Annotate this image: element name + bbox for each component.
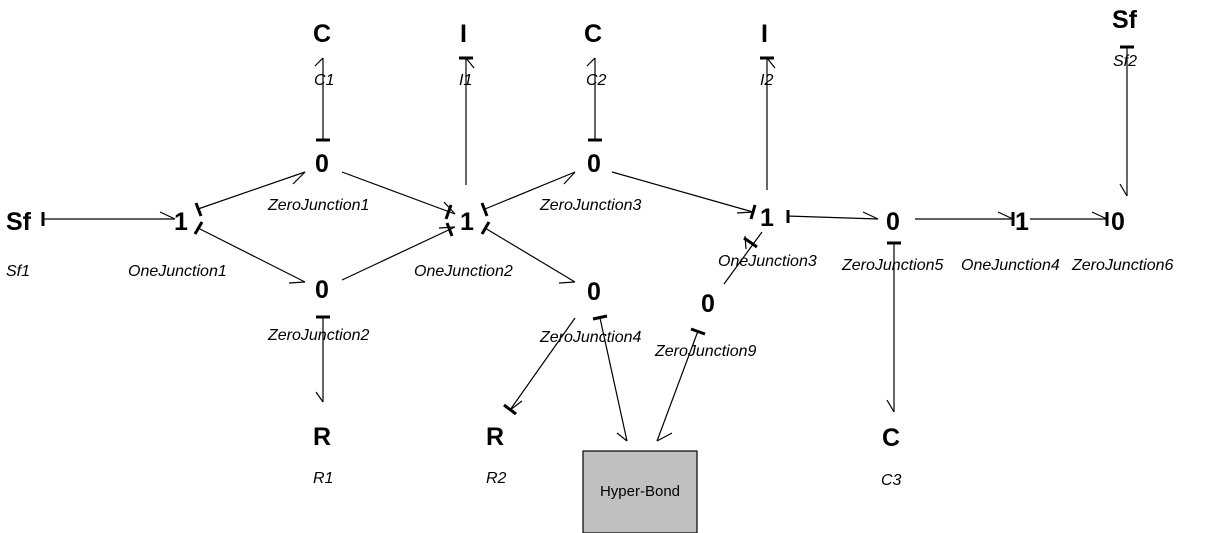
half-arrow (586, 57, 596, 67)
one-junction4-symbol[interactable]: 1 (1015, 208, 1029, 236)
zero-junction9-symbol[interactable]: 0 (701, 290, 715, 318)
one-junction1-symbol[interactable]: 1 (174, 208, 188, 236)
r2-label: R2 (486, 470, 507, 487)
bond-zero9-one3 (723, 231, 763, 285)
half-arrow (656, 432, 673, 442)
bond-zero4-hyperbond (599, 317, 628, 442)
zero-junction6-label: ZeroJunction6 (1071, 257, 1173, 274)
half-arrow (886, 399, 895, 413)
sf1-symbol[interactable]: Sf (6, 208, 32, 236)
half-arrow (744, 235, 747, 250)
hyper-bond-label: Hyper-Bond (600, 483, 680, 500)
zero-junction6-symbol[interactable]: 0 (1111, 208, 1125, 236)
half-arrow (558, 281, 576, 284)
bond-zero1-one2 (341, 171, 456, 215)
one-junction3-label: OneJunction3 (718, 253, 817, 270)
sf2-symbol[interactable]: Sf (1112, 6, 1138, 34)
bond-zero3-one3 (611, 171, 754, 213)
c1-symbol[interactable]: C (313, 20, 331, 48)
bond-one1-zero1 (197, 171, 306, 210)
bond-one2-zero3 (484, 171, 576, 210)
bond-one3-zero5 (786, 215, 879, 220)
hyper-bond-box[interactable] (582, 450, 698, 533)
causal-stroke (445, 222, 454, 237)
zero-junction2-label: ZeroJunction2 (267, 327, 369, 344)
symbols: Sf 1 0 0 C I 1 C 0 0 R R I 0 1 0 C 1 0 S… (6, 6, 1138, 452)
zero-junction1-label: ZeroJunction1 (267, 197, 369, 214)
i1-symbol[interactable]: I (460, 20, 467, 48)
zero-junction4-label: ZeroJunction4 (539, 329, 641, 346)
half-arrow (509, 400, 523, 411)
sf2-label: Sf2 (1113, 53, 1137, 70)
causal-stroke (193, 221, 204, 235)
half-arrow (1119, 183, 1128, 197)
causal-stroke (743, 236, 758, 249)
zero-junction3-label: ZeroJunction3 (539, 197, 641, 214)
one-junction4-label: OneJunction4 (961, 257, 1060, 274)
bond-zero4-r2 (509, 317, 576, 411)
causal-stroke (194, 202, 203, 217)
bond-zero9-hyperbond (656, 330, 699, 442)
one-junction2-symbol[interactable]: 1 (460, 208, 474, 236)
labels: Sf1 OneJunction1 ZeroJunction1 ZeroJunct… (6, 53, 1173, 489)
zero-junction5-symbol[interactable]: 0 (886, 208, 900, 236)
bond-one2-zero4 (484, 227, 576, 283)
causal-stroke (444, 204, 453, 220)
i2-symbol[interactable]: I (761, 20, 768, 48)
r1-symbol[interactable]: R (313, 423, 331, 451)
causal-stroke (480, 202, 489, 217)
half-arrow (997, 211, 1014, 220)
half-arrow (563, 171, 576, 185)
zero-junction4-symbol[interactable]: 0 (587, 278, 601, 306)
half-arrow (1091, 211, 1108, 220)
one-junction3-symbol[interactable]: 1 (760, 204, 774, 232)
c3-label: C3 (881, 472, 902, 489)
half-arrow (465, 57, 475, 69)
r1-label: R1 (313, 470, 333, 487)
causal-stroke (749, 204, 757, 220)
half-arrow (862, 211, 879, 220)
c2-symbol[interactable]: C (584, 20, 602, 48)
zero-junction1-symbol[interactable]: 0 (315, 150, 329, 178)
half-arrow (288, 281, 306, 284)
i1-label: I1 (459, 72, 472, 89)
c2-label: C2 (586, 72, 607, 89)
one-junction2-label: OneJunction2 (414, 263, 513, 280)
half-arrow (159, 211, 176, 220)
bonds (41, 45, 1134, 442)
half-arrow (736, 211, 754, 214)
r2-symbol[interactable]: R (486, 423, 504, 451)
one-junction1-label: OneJunction1 (128, 263, 227, 280)
i2-label: I2 (760, 72, 773, 89)
c3-symbol[interactable]: C (882, 424, 900, 452)
half-arrow (314, 57, 324, 67)
half-arrow (438, 226, 456, 229)
zero-junction9-label: ZeroJunction9 (654, 343, 756, 360)
bond-zero2-one2 (341, 226, 456, 281)
zero-junction2-symbol[interactable]: 0 (315, 276, 329, 304)
causal-stroke (690, 327, 706, 336)
causal-stroke (480, 221, 491, 235)
half-arrow (315, 391, 324, 403)
zero-junction3-symbol[interactable]: 0 (587, 150, 601, 178)
bond-one1-zero2 (197, 227, 306, 283)
c1-label: C1 (314, 72, 334, 89)
half-arrow (616, 432, 628, 442)
half-arrow (766, 57, 776, 69)
half-arrow (292, 171, 306, 185)
zero-junction5-label: ZeroJunction5 (841, 257, 943, 274)
sf1-label: Sf1 (6, 263, 30, 280)
hyper-bond[interactable]: Hyper-Bond (582, 450, 698, 533)
causal-stroke (592, 314, 608, 321)
